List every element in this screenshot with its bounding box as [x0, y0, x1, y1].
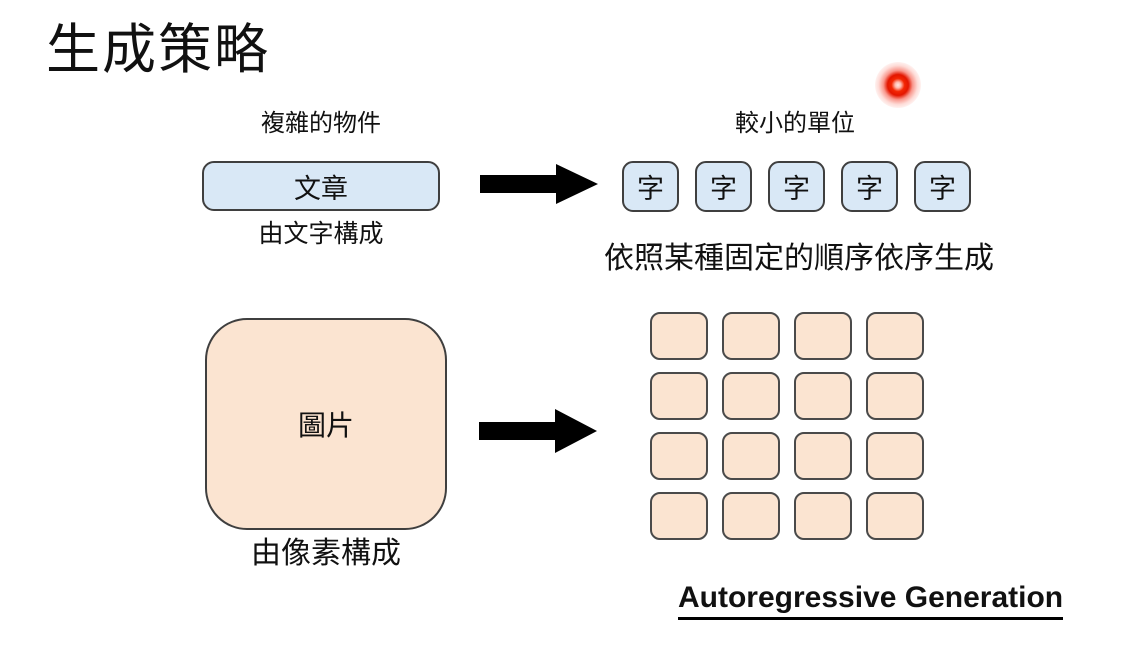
smaller-units-label: 較小的單位 — [735, 110, 855, 137]
composed-of-text-caption: 由文字構成 — [258, 220, 384, 248]
laser-pointer-dot-icon — [875, 62, 921, 108]
pixel-cell — [650, 372, 708, 420]
pixel-cell — [866, 312, 924, 360]
token-box: 字 — [768, 161, 825, 212]
pixel-cell — [794, 372, 852, 420]
pixel-cell — [866, 492, 924, 540]
pixel-cell — [722, 312, 780, 360]
image-box-label: 圖片 — [297, 410, 354, 441]
token-box: 字 — [914, 161, 971, 212]
pixel-cell — [722, 372, 780, 420]
composed-of-pixels-caption: 由像素構成 — [251, 537, 401, 570]
pixel-cell — [722, 432, 780, 480]
token-box-label: 字 — [856, 174, 883, 204]
token-box-label: 字 — [929, 174, 956, 204]
pixel-cell — [722, 492, 780, 540]
pixel-grid — [650, 312, 924, 540]
pixel-cell — [866, 372, 924, 420]
token-row: 字 字 字 字 字 — [622, 161, 971, 212]
pixel-cell — [650, 312, 708, 360]
token-box-label: 字 — [637, 174, 664, 204]
complex-object-label: 複雜的物件 — [261, 110, 381, 137]
pixel-cell — [866, 432, 924, 480]
pixel-cell — [794, 312, 852, 360]
token-box: 字 — [695, 161, 752, 212]
right-arrow-icon — [479, 409, 597, 453]
token-box: 字 — [622, 161, 679, 212]
token-box-label: 字 — [783, 174, 810, 204]
right-arrow-icon — [480, 164, 598, 204]
image-box: 圖片 — [205, 318, 447, 530]
token-box-label: 字 — [710, 174, 737, 204]
generation-order-note: 依照某種固定的順序依序生成 — [604, 242, 994, 275]
token-box: 字 — [841, 161, 898, 212]
pixel-cell — [794, 492, 852, 540]
autoregressive-generation-title: Autoregressive Generation — [678, 583, 1064, 620]
pixel-cell — [650, 432, 708, 480]
pixel-cell — [650, 492, 708, 540]
article-box: 文章 — [202, 161, 440, 211]
page-title: 生成策略 — [46, 20, 270, 80]
pixel-cell — [794, 432, 852, 480]
article-box-label: 文章 — [294, 173, 348, 204]
